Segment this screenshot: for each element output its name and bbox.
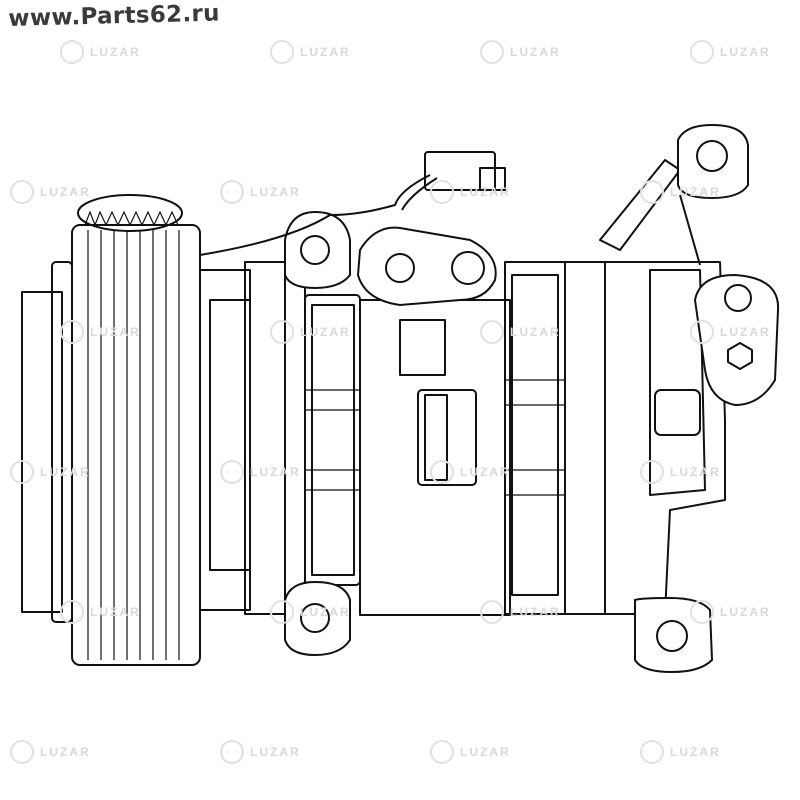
- site-url[interactable]: www.Parts62.ru: [8, 0, 221, 32]
- compressor-body: [359, 261, 726, 616]
- service-port: [356, 226, 780, 407]
- front-housing: [199, 261, 361, 615]
- pulley: [21, 194, 201, 666]
- mounting-ears: [284, 123, 749, 674]
